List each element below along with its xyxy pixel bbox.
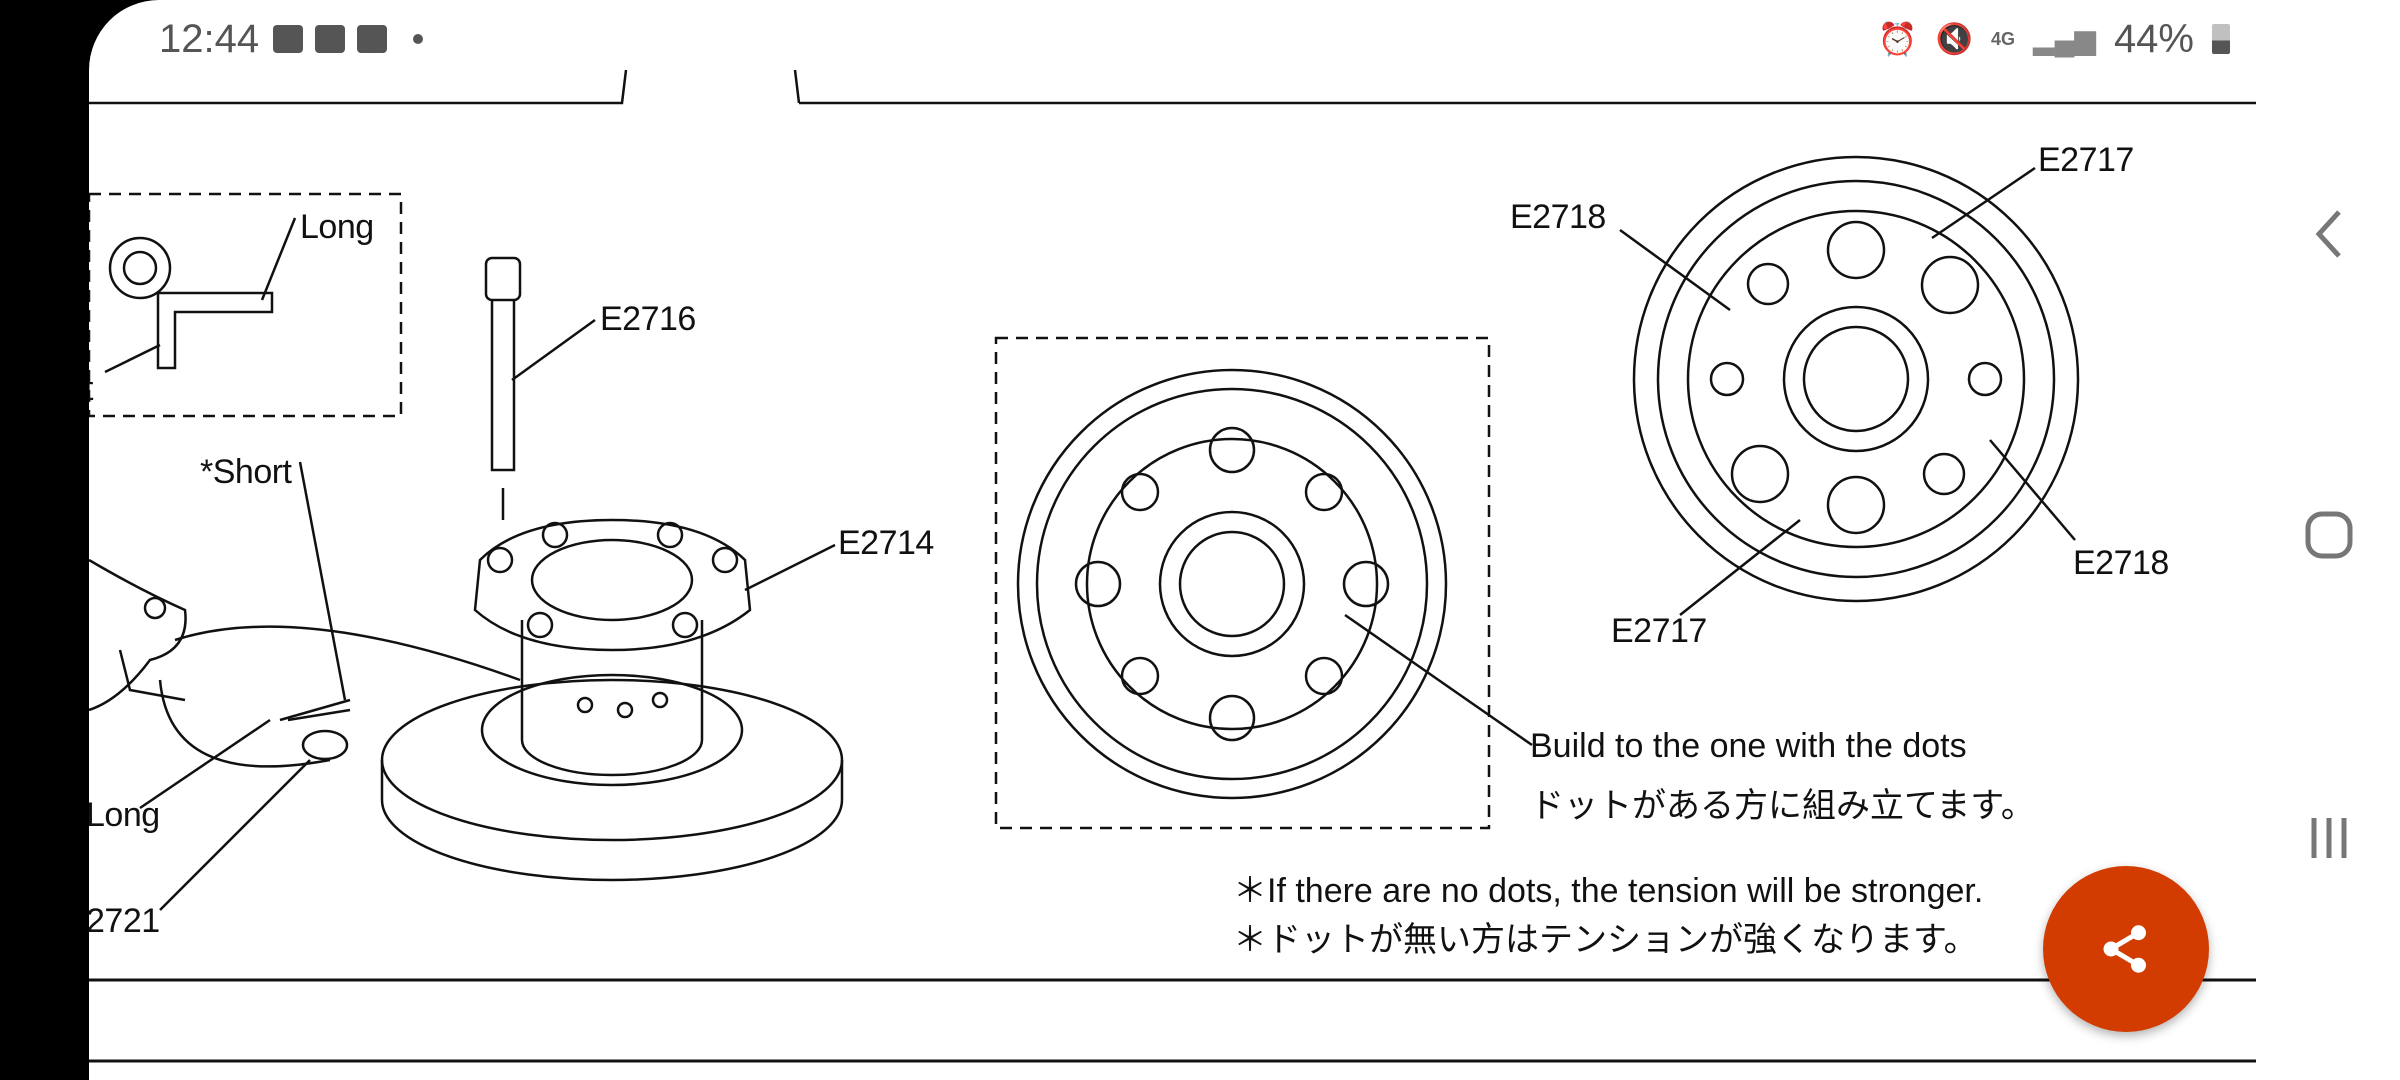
recents-icon (2311, 818, 2347, 858)
outlook-icon (273, 25, 304, 53)
label-e2721: 2721 (89, 902, 160, 940)
more-dot-icon (413, 34, 424, 44)
label-short-cut: t (89, 370, 93, 409)
battery-icon (2212, 24, 2230, 54)
tension-note-jp: ＊ドットが無い方はテンションが強くなります。 (1233, 921, 1978, 959)
back-button[interactable] (2289, 194, 2369, 274)
status-bar-right: ⏰ 🔇 4G ▂▄▆ 44% (1878, 14, 2230, 64)
battery-percent: 44% (2113, 16, 2194, 61)
status-bar-left: 12:44 (159, 14, 424, 64)
label-e2714: E2714 (838, 524, 934, 562)
label-e2718-right: E2718 (2073, 544, 2169, 582)
label-long-bottom: Long (89, 796, 160, 834)
clock: 12:44 (159, 16, 260, 61)
share-icon (2103, 925, 2146, 973)
label-e2717-top: E2717 (2038, 141, 2134, 179)
build-instruction-en: Build to the one with the dots (1530, 727, 1967, 765)
alarm-icon: ⏰ (1877, 21, 1918, 57)
assembly-diagram (89, 69, 2256, 1063)
label-short: *Short (200, 453, 292, 491)
gallery-icon (357, 25, 388, 53)
signal-icon: ▂▄▆ (2033, 23, 2096, 55)
bolt-holes (1074, 426, 1390, 742)
4g-icon: 4G (1991, 28, 2016, 49)
mute-icon: 🔇 (1935, 22, 1974, 56)
youtube-icon (315, 25, 346, 53)
back-icon (2315, 210, 2341, 258)
home-button[interactable] (2289, 495, 2369, 575)
share-button[interactable] (2043, 866, 2209, 1032)
tension-note-en: ＊If there are no dots, the tension will … (1233, 872, 1984, 910)
label-long-top: Long (300, 208, 374, 246)
recents-button[interactable] (2289, 798, 2369, 878)
home-icon (2305, 511, 2353, 559)
label-e2716: E2716 (600, 300, 696, 338)
build-instruction-jp: ドットがある方に組み立てます。 (1530, 787, 2035, 825)
label-e2718-left: E2718 (1510, 198, 1606, 236)
label-e2717-bottom: E2717 (1611, 612, 1707, 650)
document-viewer[interactable]: 12:44 ⏰ 🔇 4G ▂▄▆ 44% Long t E2716 *Short… (89, 0, 2400, 1080)
